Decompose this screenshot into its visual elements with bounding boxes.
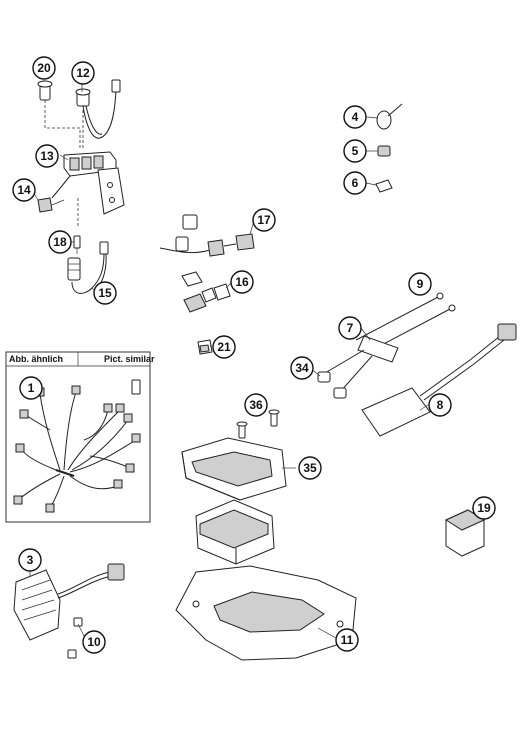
- callout-35: 35: [298, 456, 322, 480]
- callout-1: 1: [19, 376, 43, 400]
- inset-header-left: Abb. ähnlich: [9, 354, 63, 364]
- part-3-regulator: [13, 563, 125, 641]
- part-7-bracket: [319, 335, 399, 393]
- callout-20: 20: [32, 56, 56, 80]
- callout-15: 15: [93, 281, 117, 305]
- part-4-cable-tie: [376, 103, 403, 130]
- callout-14: 14: [12, 178, 36, 202]
- callout-17: 17: [252, 208, 276, 232]
- svg-text:10: 10: [87, 635, 101, 649]
- part-20-cap: [37, 80, 53, 101]
- callout-36: 36: [244, 393, 268, 417]
- svg-text:19: 19: [477, 501, 491, 515]
- part-13-relay-holder: [51, 151, 125, 215]
- callout-leader: [419, 404, 429, 411]
- svg-text:5: 5: [352, 144, 359, 158]
- svg-text:15: 15: [98, 286, 112, 300]
- svg-text:9: 9: [417, 277, 424, 291]
- svg-text:7: 7: [347, 321, 354, 335]
- callout-3: 3: [18, 548, 42, 572]
- svg-text:1: 1: [28, 381, 35, 395]
- guide-line: [44, 100, 81, 150]
- callout-leader: [59, 154, 69, 161]
- part-14-connector: [37, 197, 65, 213]
- inset-header-right: Pict. similar: [104, 354, 155, 364]
- callout-7: 7: [338, 316, 362, 340]
- part-ecu: [195, 499, 275, 565]
- callout-leader: [317, 627, 337, 639]
- svg-text:14: 14: [17, 183, 31, 197]
- part-35-holder: [181, 437, 287, 501]
- svg-text:35: 35: [303, 461, 317, 475]
- svg-text:20: 20: [37, 61, 51, 75]
- part-9-bolts: [355, 292, 456, 349]
- callout-9: 9: [408, 272, 432, 296]
- callout-10: 10: [82, 630, 106, 654]
- svg-text:3: 3: [27, 553, 34, 567]
- callout-12: 12: [71, 61, 95, 85]
- part-17-connector-set: [159, 214, 255, 257]
- svg-text:36: 36: [249, 398, 263, 412]
- callout-11: 11: [335, 628, 359, 652]
- callout-6: 6: [343, 171, 367, 195]
- part-12-cable: [75, 79, 121, 139]
- part-34-sensor: [317, 371, 347, 399]
- svg-text:4: 4: [352, 110, 359, 124]
- callout-8: 8: [428, 393, 452, 417]
- part-8-module: [361, 323, 517, 437]
- part-18-fuse: [73, 235, 81, 254]
- callout-4: 4: [343, 105, 367, 129]
- part-19-box: [444, 509, 486, 557]
- part-16-connectors: [181, 271, 231, 313]
- callout-19: 19: [472, 496, 496, 520]
- svg-text:13: 13: [40, 149, 54, 163]
- callout-leader: [365, 182, 377, 186]
- callout-21: 21: [212, 335, 236, 359]
- callout-5: 5: [343, 139, 367, 163]
- svg-text:12: 12: [76, 66, 90, 80]
- part-10-screws: [67, 617, 83, 659]
- svg-text:18: 18: [53, 235, 67, 249]
- svg-text:11: 11: [341, 633, 354, 647]
- callout-16: 16: [230, 270, 254, 294]
- svg-text:21: 21: [217, 340, 231, 354]
- callout-leader: [77, 623, 85, 637]
- callout-leader: [91, 287, 95, 291]
- svg-text:8: 8: [437, 398, 444, 412]
- part-6-holder: [375, 179, 393, 193]
- svg-text:17: 17: [257, 213, 271, 227]
- part-1-wiring-harness: [13, 379, 141, 513]
- part-21-clip: [197, 339, 213, 355]
- part-11-tray: [175, 565, 357, 661]
- part-36-bolts: [236, 409, 280, 439]
- svg-text:34: 34: [295, 361, 309, 375]
- callout-leader: [366, 116, 379, 119]
- callout-34: 34: [290, 356, 314, 380]
- svg-text:16: 16: [235, 275, 249, 289]
- callout-18: 18: [48, 230, 72, 254]
- svg-text:6: 6: [352, 176, 359, 190]
- callout-13: 13: [35, 144, 59, 168]
- part-5-clip: [377, 145, 391, 157]
- callout-leader: [360, 327, 371, 341]
